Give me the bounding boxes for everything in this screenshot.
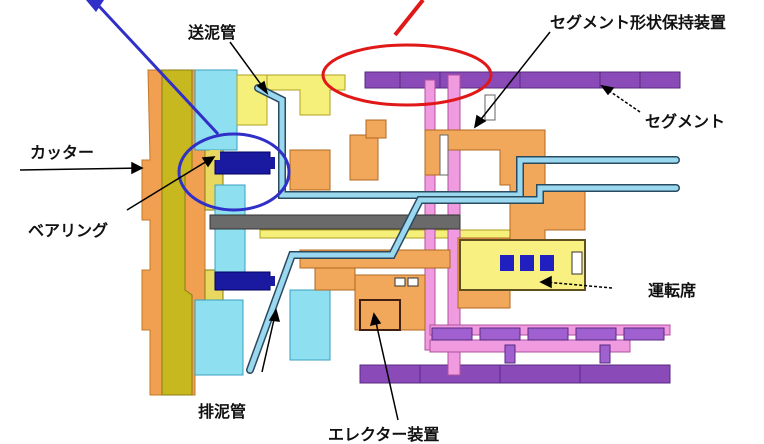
bulkhead-frame [259,74,511,239]
label-cutter: カッター [30,143,94,162]
label-arrows [19,31,641,421]
red-highlight-ellipse [321,0,493,107]
label-segment-shape-holder: セグメント形状保持装置 [550,13,726,32]
segment-top [364,71,681,89]
bearing-bottom [214,271,275,291]
label-erector: エレクター装置 [328,425,439,444]
label-slurry-feed-pipe: 送泥管 [187,23,236,42]
drive-shaft [209,214,461,230]
label-bearing: ベアリング [28,221,108,240]
shield-body [194,69,331,376]
segment-bottom [359,364,671,384]
bearing-top [210,150,275,175]
operator-cabin [459,239,586,291]
label-slurry-discharge-pipe: 排泥管 [198,402,246,421]
label-segment: セグメント [645,112,725,131]
blue-highlight-ellipse [86,0,291,212]
erector-unit [354,274,426,331]
slurry-discharge-pipe-line [246,184,680,374]
label-operator-seat: 運転席 [648,281,696,300]
shield-jacks [431,327,665,364]
slurry-feed-pipe-line [254,84,680,199]
